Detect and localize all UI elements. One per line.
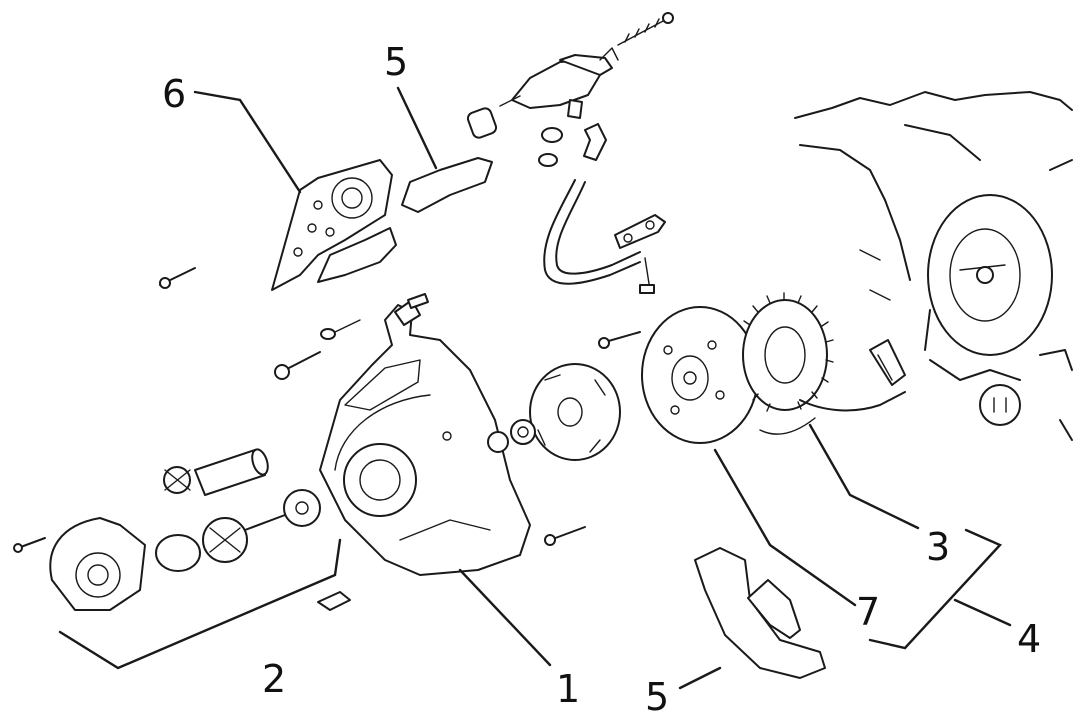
- long-bolt: [274, 319, 361, 380]
- callout-4: 4: [1017, 617, 1041, 661]
- small-screw-left: [159, 267, 196, 289]
- pump-key: [317, 591, 351, 611]
- callout-1: 1: [556, 667, 580, 711]
- sleeve: [466, 107, 498, 139]
- hose-fittings: [538, 123, 607, 167]
- nut-washer: [487, 419, 536, 453]
- crankcase: [794, 91, 1073, 441]
- pad-lower: [317, 227, 397, 283]
- callout-5-top: 5: [384, 40, 408, 84]
- callout-6: 6: [162, 72, 186, 116]
- leader-lines: [58, 86, 1012, 690]
- bolt-short: [598, 331, 641, 349]
- pad-bottom-large: [694, 547, 826, 679]
- hose-clamp-plate: [614, 214, 666, 294]
- valve-assembly: [499, 12, 674, 119]
- fan-plate: [529, 363, 621, 461]
- pump-seal-ring: [155, 534, 201, 572]
- pump-impeller: [202, 514, 286, 563]
- pump-bushing: [283, 489, 321, 527]
- dowel-pin: [407, 293, 429, 309]
- stator-wires: [759, 339, 906, 435]
- pump-sleeve: [194, 448, 269, 496]
- callout-3: 3: [926, 525, 950, 569]
- callout-5-bottom: 5: [645, 675, 669, 719]
- bracket-part-6: [271, 159, 393, 291]
- pump-gear: [163, 466, 191, 494]
- pad-upper: [401, 157, 493, 213]
- pump-screw: [13, 537, 46, 553]
- cover-part-1: [319, 299, 531, 576]
- stator-coil: [742, 292, 834, 412]
- callout-2: 2: [262, 657, 286, 701]
- callout-7: 7: [856, 590, 880, 634]
- pad-bottom-small: [747, 579, 801, 639]
- flywheel-rotor: [641, 306, 759, 444]
- cover-screw: [544, 526, 586, 546]
- pump-cover: [49, 517, 146, 611]
- hose-pipe: [543, 179, 641, 285]
